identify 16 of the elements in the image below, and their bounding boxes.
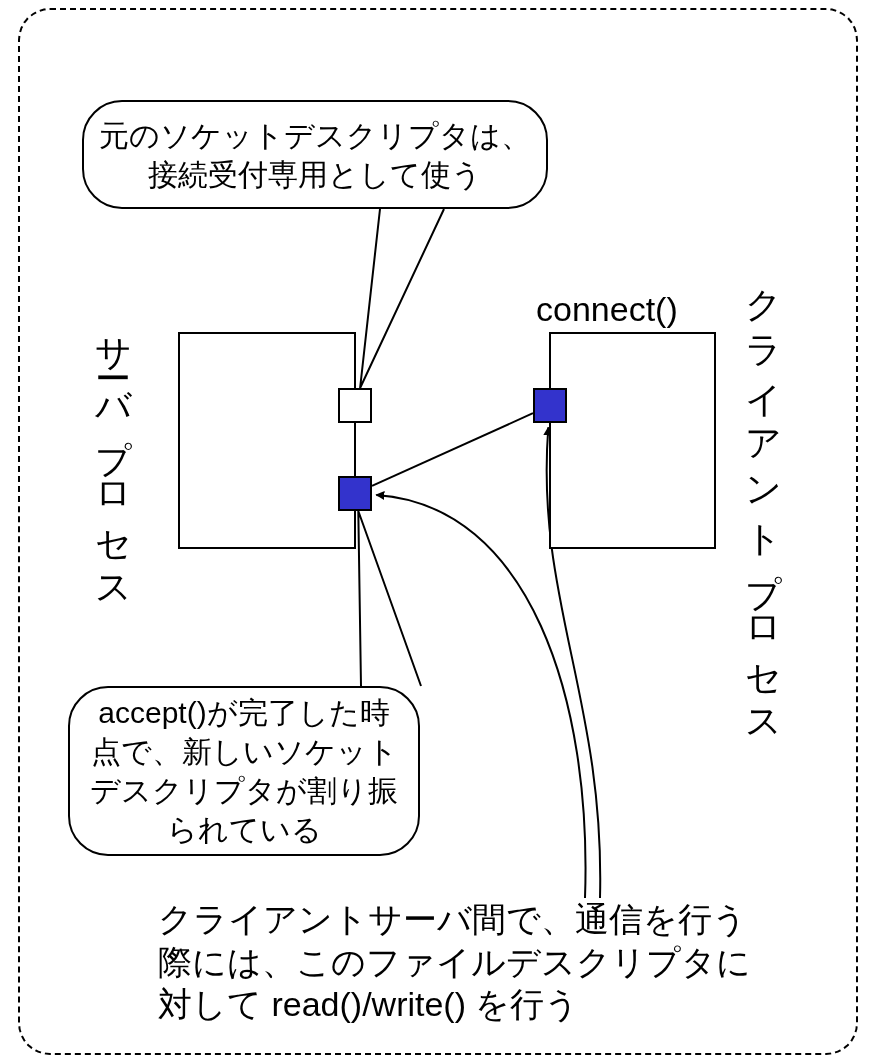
callout-text: 元のソケットデスクリプタは、接続受付専用として使う <box>98 117 532 193</box>
callout-pointer <box>359 208 445 389</box>
socket-square <box>533 388 567 423</box>
callout-text: accept()が完了した時点で、新しいソケットデスクリプタが割り振られている <box>89 695 399 848</box>
callout-bubble <box>82 100 548 209</box>
connection-line <box>371 412 534 487</box>
socket-square <box>338 388 372 423</box>
callout-bubble <box>68 686 420 856</box>
vertical-label: サーバプロセス <box>92 311 136 603</box>
callout-pointer <box>357 510 422 687</box>
curved-arrow <box>375 491 587 899</box>
note-text: クライアントサーバ間で、通信を行う際には、このファイルデスクリプタに対して read()/write() を行う <box>158 898 773 1026</box>
vertical-label: クライアントプロセス <box>742 263 786 737</box>
function-label: connect() <box>536 290 678 329</box>
socket-square <box>338 476 372 511</box>
curved-arrow <box>543 426 601 899</box>
